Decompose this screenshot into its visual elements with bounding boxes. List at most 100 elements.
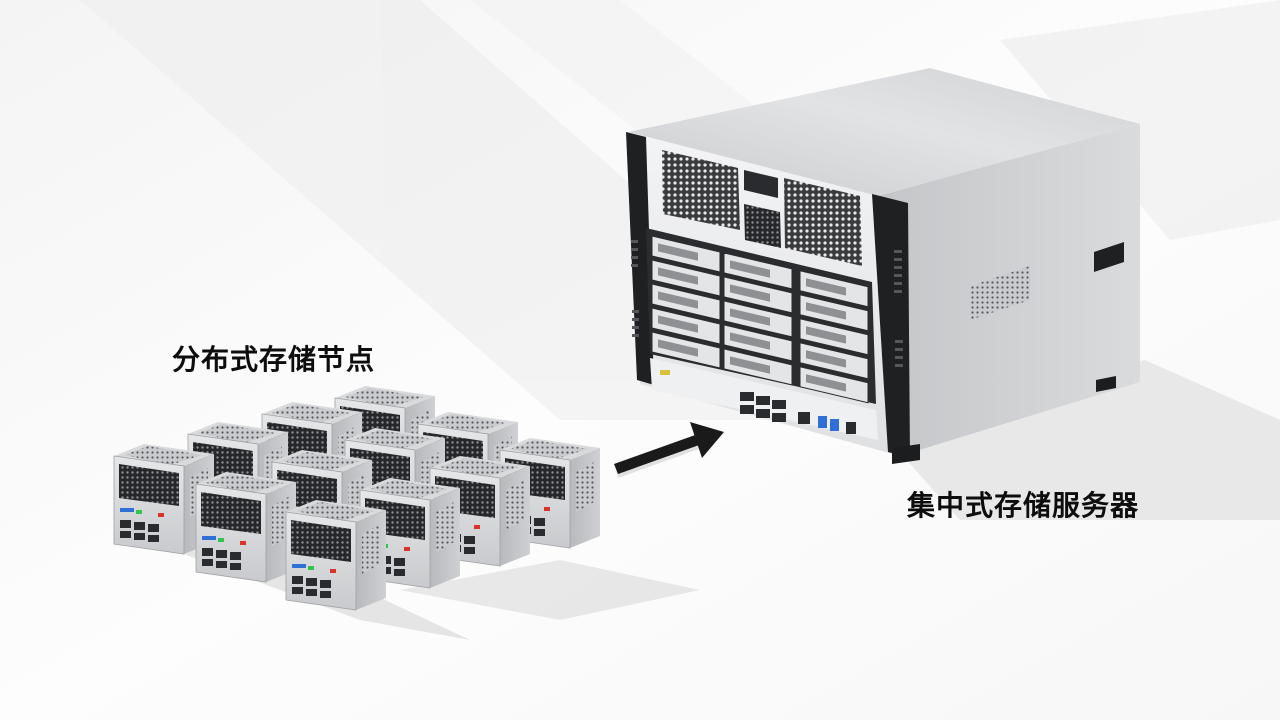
drive-handle	[806, 326, 846, 344]
front-grille-left	[662, 150, 740, 230]
node-drive-slot	[230, 563, 241, 570]
node-drive-slot	[148, 535, 159, 542]
node-drive-slot	[216, 561, 227, 568]
server-left-rail	[626, 132, 654, 385]
node-led-blue	[120, 508, 134, 512]
drive-handle	[730, 284, 770, 302]
drive-handle	[658, 315, 698, 333]
node-top-vent	[510, 440, 588, 459]
node-drive-slot	[134, 522, 145, 530]
server-top	[628, 68, 1140, 196]
node-drive-slot	[394, 558, 405, 566]
node-drive-slot	[202, 559, 213, 566]
drive-handle	[658, 243, 698, 261]
node-drive-slot	[534, 529, 545, 536]
node-side-vent	[362, 524, 380, 574]
node-top-vent	[345, 388, 423, 407]
node-top-vent	[206, 474, 284, 493]
node-drive-slot	[120, 520, 131, 528]
node-top-vent	[272, 404, 350, 423]
node-drive-slot	[202, 548, 213, 556]
node-drive-slot	[394, 569, 405, 576]
rj45-port	[846, 422, 856, 434]
node-drive-slot	[292, 587, 303, 594]
server-foot	[892, 444, 920, 464]
drive-handle	[658, 267, 698, 285]
sfp-port	[772, 400, 786, 409]
node-led-red	[404, 547, 410, 551]
rail-vents	[631, 240, 903, 367]
drive-handle	[806, 278, 846, 296]
server-foot	[1096, 376, 1116, 392]
node-top-vent	[355, 430, 433, 449]
node-drive-slot	[120, 531, 131, 538]
node-led-red	[240, 541, 246, 545]
node-drive-slot	[292, 576, 303, 584]
node-drive-slot	[216, 550, 227, 558]
sfp-port	[756, 409, 770, 418]
central-storage-server	[626, 68, 1140, 464]
node-side-vent	[506, 480, 524, 530]
node-top-vent	[440, 458, 518, 477]
node-drive-slot	[306, 578, 317, 586]
node-led-red	[544, 507, 550, 511]
status-label	[660, 370, 670, 375]
node-led-green	[136, 510, 142, 514]
node-top-vent	[428, 414, 506, 433]
node-side-vent	[436, 502, 454, 552]
side-vent	[970, 266, 1030, 320]
storage-node	[285, 500, 386, 611]
drive-handle	[730, 308, 770, 326]
node-side-vent	[272, 496, 290, 546]
drive-handle	[806, 302, 846, 320]
storage-node	[195, 472, 296, 583]
node-drive-slot	[320, 591, 331, 598]
node-drive-slot	[320, 580, 331, 588]
node-drive-slot	[464, 547, 475, 554]
network-ports	[660, 370, 856, 434]
node-drive-slot	[230, 552, 241, 560]
node-top-vent	[370, 480, 448, 499]
sfp-port	[756, 396, 770, 405]
usb-port-blue	[818, 416, 827, 428]
node-top-vent	[124, 446, 202, 465]
node-drive-slot	[134, 533, 145, 540]
side-handle	[1094, 242, 1124, 272]
node-led-blue	[292, 564, 306, 568]
node-led-red	[158, 513, 164, 517]
drive-bays	[651, 235, 869, 404]
node-front-grille	[291, 520, 351, 562]
node-led-green	[218, 538, 224, 542]
node-drive-slot	[534, 518, 545, 526]
node-front-grille	[201, 492, 261, 534]
sfp-port	[772, 413, 786, 422]
node-led-blue	[202, 536, 216, 540]
node-led-red	[330, 569, 336, 573]
node-led-green	[308, 566, 314, 570]
node-led-red	[474, 525, 480, 529]
central-storage-label: 集中式存储服务器	[907, 489, 1140, 522]
sfp-port	[740, 392, 754, 401]
usb-port-blue	[830, 419, 839, 431]
node-side-vent	[576, 462, 594, 512]
node-drive-slot	[464, 536, 475, 544]
node-top-vent	[282, 452, 360, 471]
distributed-storage-label: 分布式存储节点	[172, 343, 376, 376]
node-drive-slot	[306, 589, 317, 596]
front-fan-center	[744, 204, 781, 248]
distributed-storage-nodes	[113, 386, 600, 611]
drive-handle	[730, 332, 770, 350]
rj45-port	[798, 412, 810, 424]
drive-handle	[658, 339, 698, 357]
node-top-vent	[296, 502, 374, 521]
drive-handle	[730, 356, 770, 374]
sfp-port	[740, 405, 754, 414]
front-display-panel	[744, 170, 778, 198]
drive-handle	[806, 374, 846, 392]
direction-arrow	[614, 422, 724, 478]
node-drive-slot	[148, 524, 159, 532]
node-front-grille	[119, 464, 179, 506]
front-grille-right	[784, 178, 862, 266]
drive-handle	[658, 291, 698, 309]
